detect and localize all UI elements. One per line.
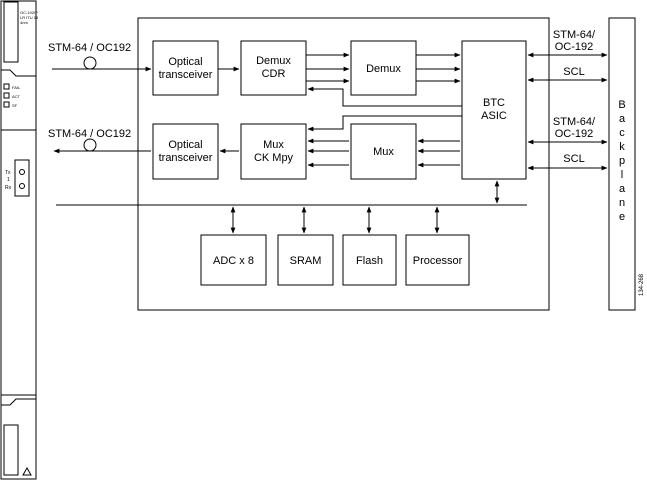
optical-rx-line2: transceiver (159, 69, 213, 81)
figure-id: 134-268 (639, 273, 645, 296)
faceplate-text-2: LR ITU 15 (20, 15, 39, 20)
led-sf-label: SF (12, 103, 18, 108)
led-sf-indicator (3, 101, 10, 108)
optical-tx-line1: Optical (168, 139, 202, 151)
flash-label: Flash (356, 255, 383, 267)
faceplate-text-1: OC-192IP (20, 10, 38, 15)
mux-ck-line2: CK Mpy (254, 152, 294, 164)
adc-label: ADC x 8 (213, 255, 254, 267)
right-bot-signal-line2: OC-192 (555, 128, 594, 140)
flash-block (342, 234, 397, 286)
optical-tx-line2: transceiver (159, 152, 213, 164)
processor-block (405, 234, 470, 286)
led-fail-indicator (3, 83, 10, 90)
signal-out-label: STM-64 / OC192 (48, 128, 131, 140)
fiber-in-connector-icon (83, 56, 97, 70)
backplane-letter: k (619, 141, 625, 153)
fiber-out-connector-icon (83, 138, 97, 152)
btc-to-ckmpy-feedback-arrow (307, 115, 462, 132)
tx-port-icon (19, 169, 25, 175)
line-card-faceplate (0, 0, 37, 480)
backplane-block (608, 17, 636, 311)
optical-rx-line1: Optical (168, 56, 202, 68)
demux-cdr-line1: Demux (256, 55, 291, 67)
right-scl-bot-label: SCL (563, 153, 584, 165)
backplane-letter: a (619, 113, 626, 125)
right-scl-top-label: SCL (563, 66, 584, 78)
btc-line2: ASIC (481, 110, 507, 122)
btc-to-cdr-feedback-arrow (307, 86, 462, 107)
backplane-letter: a (619, 183, 626, 195)
port-rx-label: Rx (5, 185, 12, 191)
optical-port-housing (14, 159, 30, 197)
right-top-signal-line1: STM-64/ (553, 29, 596, 41)
signal-in-label: STM-64 / OC192 (48, 42, 131, 54)
btc-line1: BTC (483, 97, 505, 109)
port-mid-label: 1 (7, 177, 10, 183)
right-bot-signal-line1: STM-64/ (553, 116, 596, 128)
backplane-letter: B (618, 99, 625, 111)
demux-block (350, 40, 417, 96)
backplane-letter: n (619, 197, 625, 209)
optical-tx-transceiver-block (152, 123, 219, 180)
right-top-signal-line2: OC-192 (555, 41, 594, 53)
demux-cdr-line2: CDR (262, 68, 286, 80)
backplane-vertical-label: B a c k p l a n e (618, 99, 626, 223)
backplane-letter: l (621, 169, 623, 181)
processor-label: Processor (413, 255, 463, 267)
led-act-indicator (3, 92, 10, 99)
optical-rx-transceiver-block (152, 40, 219, 96)
backplane-letter: e (619, 211, 625, 223)
rx-port-icon (19, 183, 25, 189)
sram-label: SRAM (290, 255, 322, 267)
demux-cdr-block (240, 40, 307, 96)
led-fail-label: FAIL (12, 85, 21, 90)
backplane-letter: c (619, 127, 625, 139)
faceplate-text-3: 4nm (20, 20, 28, 25)
mux-ck-line1: Mux (263, 139, 284, 151)
btc-asic-block (461, 40, 527, 180)
backplane-letter: p (619, 155, 625, 167)
mux-block (350, 123, 417, 180)
mux-ck-mpy-block (240, 123, 307, 180)
adc-block (200, 234, 267, 286)
demux-label: Demux (366, 63, 401, 75)
sram-block (277, 234, 334, 286)
port-tx-label: Tx (5, 170, 11, 176)
warning-triangle-icon (22, 466, 32, 476)
mux-label: Mux (373, 146, 394, 158)
led-act-label: ACT (12, 94, 21, 99)
